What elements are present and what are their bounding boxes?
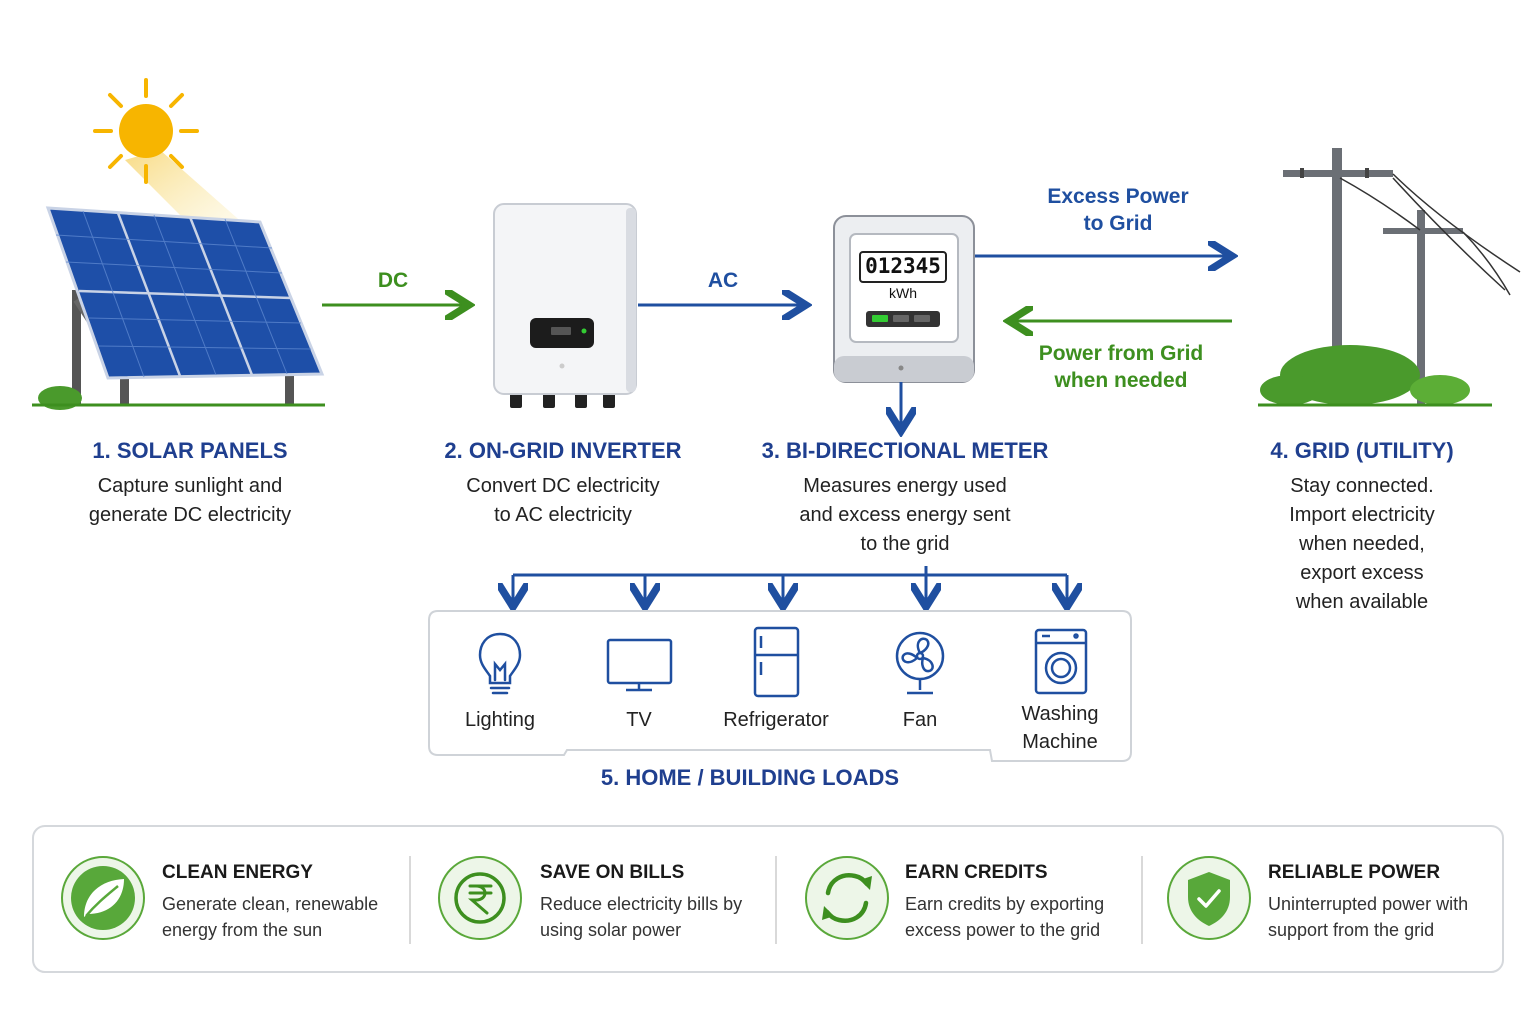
desc-line: when needed, xyxy=(1299,533,1425,555)
import-label: Power from Grid when needed xyxy=(1011,340,1231,394)
desc-line: to the grid xyxy=(860,533,950,555)
inverter-desc: Convert DC electricity to AC electricity xyxy=(413,472,713,530)
benefit-desc-line: Generate clean, renewable xyxy=(162,894,379,914)
ac-label: AC xyxy=(707,269,739,292)
load-label-fan: Fan xyxy=(902,709,938,731)
solar-panel-icon xyxy=(32,206,325,410)
benefit-desc-line: energy from the sun xyxy=(162,920,323,940)
sun-icon xyxy=(93,78,245,235)
export-label-line2: to Grid xyxy=(1083,212,1153,235)
inverter-icon xyxy=(493,203,637,408)
refrigerator-icon xyxy=(753,626,800,698)
benefit-desc-earn-credits: Earn credits by exporting excess power t… xyxy=(905,891,1104,943)
benefit-desc-line: Reduce electricity bills by xyxy=(540,894,743,914)
load-label-lighting: Lighting xyxy=(464,709,536,731)
dc-label: DC xyxy=(377,269,409,292)
solar-panels-desc: Capture sunlight and generate DC electri… xyxy=(40,472,340,530)
distribution-lines xyxy=(513,566,1067,604)
benefit-divider xyxy=(775,856,777,944)
desc-line: generate DC electricity xyxy=(88,504,292,526)
benefit-title-clean-energy: CLEAN ENERGY xyxy=(162,862,313,883)
desc-line: Convert DC electricity xyxy=(466,475,660,497)
benefit-desc-save-on-bills: Reduce electricity bills by using solar … xyxy=(540,891,742,943)
desc-line: export excess xyxy=(1300,562,1424,584)
washing-machine-icon xyxy=(1034,628,1088,695)
grid-desc: Stay connected. Import electricity when … xyxy=(1212,472,1512,617)
benefit-title-earn-credits: EARN CREDITS xyxy=(905,862,1048,883)
benefit-desc-reliable-power: Uninterrupted power with support from th… xyxy=(1268,891,1468,943)
desc-line: when available xyxy=(1295,591,1429,613)
benefit-desc-line: excess power to the grid xyxy=(905,920,1101,940)
desc-line: Import electricity xyxy=(1289,504,1435,526)
rupee-icon xyxy=(438,856,522,940)
desc-line: Capture sunlight and xyxy=(97,475,283,497)
lightbulb-icon xyxy=(478,632,522,695)
load-label-line: Washing xyxy=(1021,703,1099,725)
benefit-divider xyxy=(1141,856,1143,944)
desc-line: Stay connected. xyxy=(1290,475,1434,497)
desc-line: Measures energy used xyxy=(803,475,1007,497)
leaf-icon xyxy=(61,856,145,940)
export-label: Excess Power to Grid xyxy=(1018,183,1218,237)
benefit-desc-line: using solar power xyxy=(540,920,682,940)
benefit-divider xyxy=(409,856,411,944)
desc-line: to AC electricity xyxy=(494,504,632,526)
desc-line: and excess energy sent xyxy=(799,504,1011,526)
meter-title: 3. BI-DIRECTIONAL METER xyxy=(761,438,1049,463)
benefit-desc-line: Earn credits by exporting xyxy=(905,894,1105,914)
benefit-desc-clean-energy: Generate clean, renewable energy from th… xyxy=(162,891,378,943)
load-label-washing-machine: Washing Machine xyxy=(1000,700,1120,756)
grid-title: 4. GRID (UTILITY) xyxy=(1270,438,1454,463)
load-label-refrigerator: Refrigerator xyxy=(723,709,829,731)
benefits-panel xyxy=(32,825,1504,973)
benefit-desc-line: Uninterrupted power with xyxy=(1268,894,1469,914)
shield-check-icon xyxy=(1167,856,1251,940)
load-label-line: Machine xyxy=(1022,731,1098,753)
import-label-line1: Power from Grid xyxy=(1038,342,1204,365)
inverter-title: 2. ON-GRID INVERTER xyxy=(444,438,682,463)
meter-icon xyxy=(833,215,975,383)
meter-desc: Measures energy used and excess energy s… xyxy=(755,472,1055,559)
fan-icon xyxy=(895,631,945,695)
benefit-title-reliable-power: RELIABLE POWER xyxy=(1268,862,1441,883)
loads-title: 5. HOME / BUILDING LOADS xyxy=(600,765,900,790)
solar-panels-title: 1. SOLAR PANELS xyxy=(92,438,288,463)
meter-reading: 012345 xyxy=(865,254,941,278)
tv-icon xyxy=(606,638,673,692)
import-label-line2: when needed xyxy=(1054,369,1188,392)
load-label-tv: TV xyxy=(626,709,652,731)
benefit-title-save-on-bills: SAVE ON BILLS xyxy=(540,862,685,883)
benefit-desc-line: support from the grid xyxy=(1268,920,1435,940)
recycle-arrows-icon xyxy=(805,856,889,940)
meter-unit: kWh xyxy=(889,285,917,301)
power-pole-icon xyxy=(1258,148,1521,407)
export-label-line1: Excess Power xyxy=(1047,185,1189,208)
loads-box xyxy=(428,610,1132,762)
